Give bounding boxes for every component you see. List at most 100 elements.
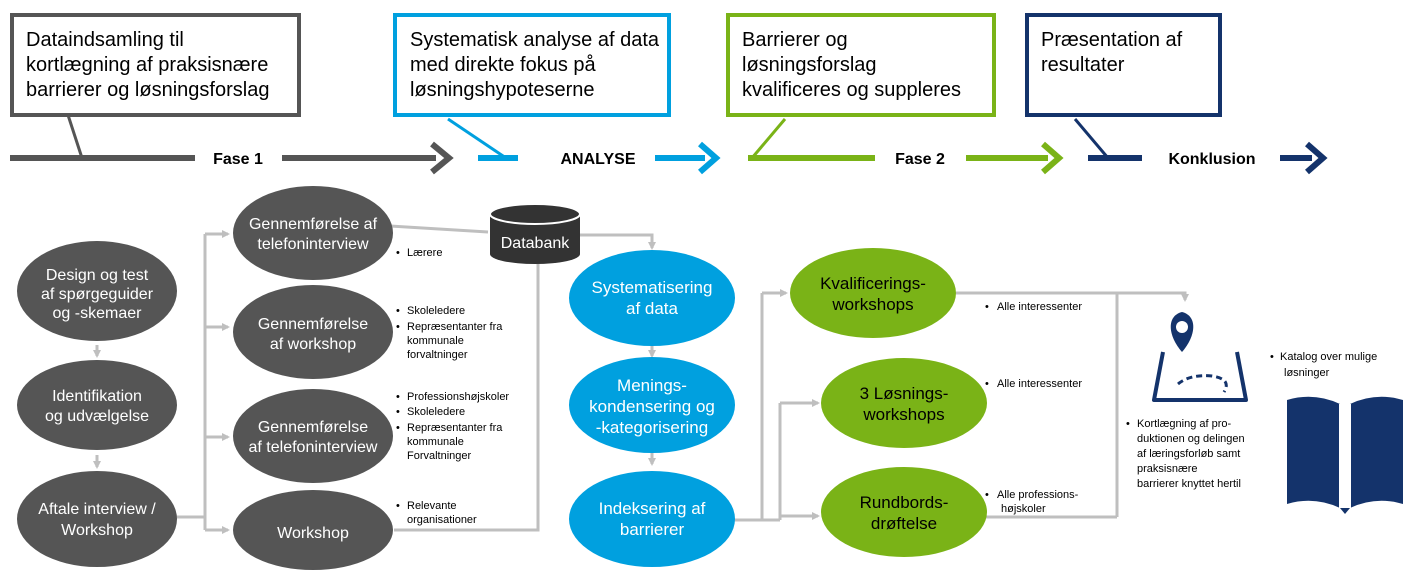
method-3-bullet-1: Professionshøjskoler [407, 391, 509, 403]
analyse-pointer [447, 117, 507, 160]
method-bullets: • Lærere • Skoleledere • Repræsentanter … [396, 247, 509, 526]
bullet-dot: • [1126, 418, 1130, 430]
databank-label: Databank [501, 235, 570, 252]
bullet-dot: • [985, 301, 989, 313]
condensation-step: Menings- kondensering og -kategorisering [569, 357, 735, 453]
phase-2-box-line-3: kvalificeres og suppleres [742, 79, 961, 101]
qualification-workshops-step: Kvalificerings- workshops [790, 248, 956, 338]
analyse-box-line-2: med direkte fokus på [410, 54, 597, 76]
analysis-steps: Systematisering af data Menings- kondens… [569, 250, 735, 567]
method-4-bullet-1: Relevante [407, 500, 457, 512]
bullet-dot: • [396, 500, 400, 512]
method-1-bullet-1: Lærere [407, 247, 442, 259]
catalog-bullet-line-1: Katalog over mulige [1280, 351, 1377, 363]
phase-3-group: Barrierer og løsningsforslag kvalificere… [726, 13, 1064, 175]
method-2-bullet-4: forvaltninger [407, 349, 468, 361]
conclusion-label: Konklusion [1168, 151, 1255, 168]
method-1-line-1: Gennemførelse af [249, 216, 378, 233]
solution-workshops-step: 3 Løsnings- workshops [821, 358, 987, 448]
condensation-line-1: Menings- [617, 376, 687, 395]
phase-timeline: Dataindsamling til kortlægning af praksi… [10, 13, 1328, 175]
phase2-steps: Kvalificerings- workshops 3 Løsnings- wo… [790, 248, 1082, 557]
condensation-line-3: -kategorisering [596, 418, 708, 437]
phase-2-box-line-1: Barrierer og [742, 29, 848, 51]
method-3-bullet-3: Repræsentanter fra [407, 422, 503, 434]
mapping-bullet-line-3: af læringsforløb samt [1137, 448, 1240, 460]
phase-2-box [726, 13, 996, 117]
method-3-line-2: af telefoninterview [249, 439, 378, 456]
method-3-bullet-2: Skoleledere [407, 406, 465, 418]
analyse-box [393, 13, 671, 117]
roundtable-step: Rundbords- drøftelse [821, 467, 987, 557]
method-3-line-1: Gennemførelse [258, 419, 368, 436]
phase-1-pointer [66, 114, 84, 159]
roundtable-bullet-2: højskoler [1001, 503, 1046, 515]
phase-2-arrow-head [1041, 141, 1064, 175]
mapping-bullet-line-2: duktionen og delingen [1137, 433, 1245, 445]
bullet-dot: • [396, 305, 400, 317]
identification-step-line-2: og udvælgelse [45, 408, 149, 425]
design-step-line-1: Design og test [46, 267, 149, 284]
open-book-icon [1287, 396, 1403, 514]
solution-line-1: 3 Løsnings- [860, 384, 949, 403]
method-2-line-1: Gennemførelse [258, 316, 368, 333]
method-4-line-1: Workshop [277, 525, 349, 542]
phase-1-group: Dataindsamling til kortlægning af praksi… [10, 13, 454, 175]
phase-1-label: Fase 1 [213, 151, 263, 168]
indexing-line-2: barrierer [620, 520, 685, 539]
databank-icon: Databank [489, 203, 581, 264]
bullet-dot: • [396, 321, 400, 333]
analyse-label: ANALYSE [561, 151, 636, 168]
design-step-line-2: af spørgeguider [41, 286, 154, 303]
identification-step-line-1: Identifikation [52, 388, 142, 405]
method-workshop-leaders: Gennemførelse af workshop [233, 285, 393, 379]
phase-1-box [10, 13, 301, 117]
agreement-step-line-1: Aftale interview / [38, 501, 156, 518]
conclusion-pointer [1073, 118, 1110, 159]
roundtable-line-2: drøftelse [871, 514, 937, 533]
conclusion-box-line-1: Præsentation af [1041, 29, 1183, 51]
phase-1-box-line-1: Dataindsamling til [26, 29, 184, 51]
phase2-bullets: • Alle interessenter • Alle interessente… [985, 301, 1082, 515]
bullet-dot: • [1270, 351, 1274, 363]
analyse-arrow-head [698, 141, 721, 175]
qualification-bullet-1: Alle interessenter [997, 301, 1082, 313]
conclusion-box [1025, 13, 1222, 117]
phase-1-box-line-2: kortlægning af praksisnære [26, 54, 268, 76]
indexing-step: Indeksering af barrierer [569, 471, 735, 567]
method-phone-interview-institutions: Gennemførelse af telefoninterview [233, 389, 393, 483]
collection-methods: Gennemførelse af telefoninterview Gennem… [233, 186, 509, 570]
mapping-bullet-line-4: praksisnære [1137, 463, 1198, 475]
method-3-bullet-5: Forvaltninger [407, 450, 472, 462]
bullet-dot: • [396, 247, 400, 259]
systematisation-line-2: af data [626, 299, 679, 318]
agreement-step: Aftale interview / Workshop [17, 471, 177, 567]
analyse-box-line-3: løsningshypoteserne [410, 79, 595, 101]
roundtable-line-1: Rundbords- [860, 493, 949, 512]
method-4-bullet-2: organisationer [407, 514, 477, 526]
indexing-line-1: Indeksering af [599, 499, 706, 518]
identification-step: Identifikation og udvælgelse [17, 360, 177, 450]
agreement-step-line-2: Workshop [61, 522, 133, 539]
conclusion-box-line-2: resultater [1041, 54, 1125, 76]
catalog-bullet-line-2: løsninger [1284, 367, 1330, 379]
bullet-dot: • [396, 422, 400, 434]
design-step-line-3: og -skemaer [53, 305, 143, 322]
phase-4-group: Præsentation af resultater Konklusion [1025, 13, 1328, 175]
phase-2-group: Systematisk analyse af data med direkte … [393, 13, 721, 175]
conclusion-arrow-head [1305, 141, 1328, 175]
systematisation-step: Systematisering af data [569, 250, 735, 346]
mapping-bullet-line-1: Kortlægning af pro- [1137, 418, 1231, 430]
method-2-bullet-1: Skoleledere [407, 305, 465, 317]
solution-bullet-1: Alle interessenter [997, 378, 1082, 390]
bullet-dot: • [985, 378, 989, 390]
analyse-box-line-1: Systematisk analyse af data [410, 29, 660, 51]
phase-1-arrow-head [430, 141, 454, 175]
roundtable-bullet-1: Alle professions- [997, 489, 1079, 501]
solution-line-2: workshops [862, 405, 944, 424]
method-2-bullet-2: Repræsentanter fra [407, 321, 503, 333]
method-1-line-2: telefoninterview [257, 236, 369, 253]
method-workshop-organisations: Workshop [233, 490, 393, 570]
